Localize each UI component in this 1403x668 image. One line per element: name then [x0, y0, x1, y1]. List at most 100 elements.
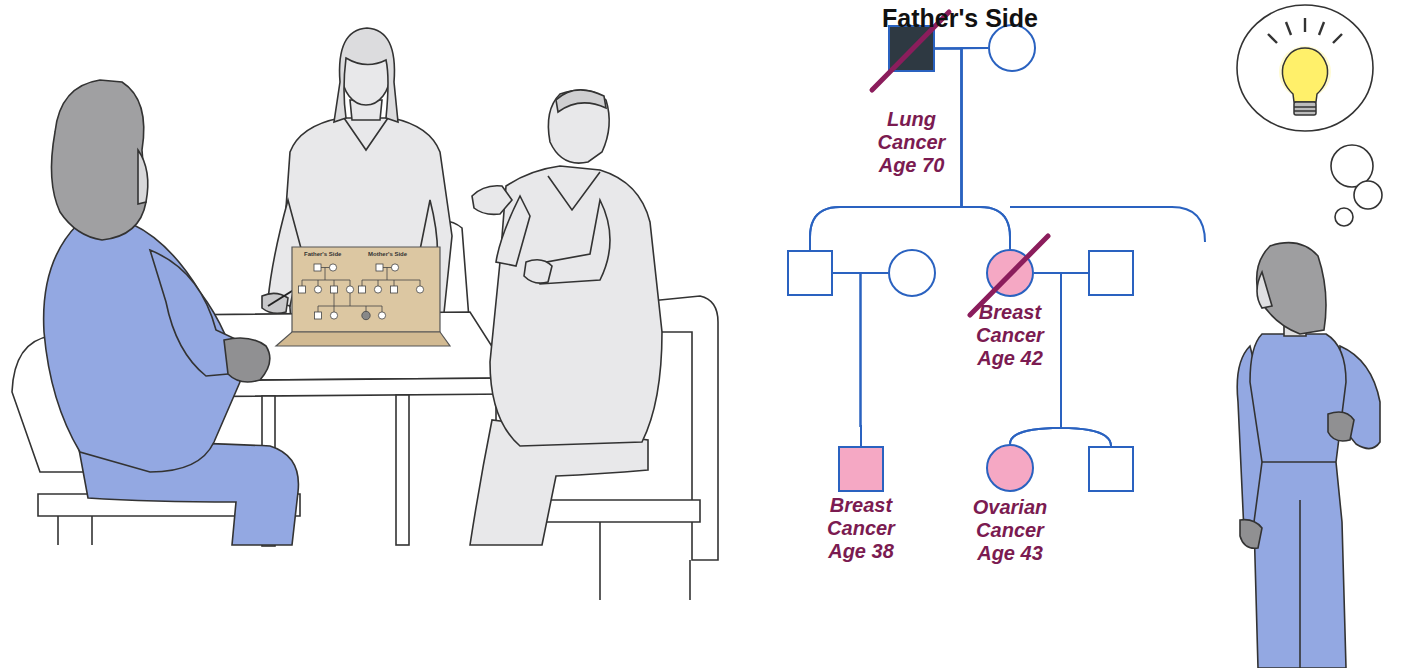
- pedigree-title: Father's Side: [830, 3, 1090, 33]
- man-chair-part: [599, 522, 601, 600]
- mini-pedigree-part: [315, 312, 322, 319]
- condition-caption: Lung Cancer Age 70: [867, 108, 957, 177]
- male-square: [787, 250, 833, 296]
- board-heading: Mother's Side: [368, 251, 407, 258]
- mini-pedigree-part: [374, 286, 381, 293]
- male-symbol: [839, 447, 883, 491]
- female-circle: Breast Cancer Age 42: [986, 249, 1034, 297]
- standing-woman-part: [1257, 243, 1326, 334]
- counselor-figure-part: [344, 118, 388, 150]
- mini-pedigree-part: [359, 286, 366, 293]
- standing-woman: [1237, 243, 1380, 668]
- client-chair-part: [57, 516, 59, 545]
- standing-woman-part: [1250, 334, 1346, 668]
- descent-line: [833, 273, 861, 446]
- sibship-line-end-part: [1010, 207, 1205, 242]
- lightbulb-part: [1319, 22, 1324, 35]
- symbol-outline: [986, 444, 1034, 492]
- symbol-outline: [888, 249, 936, 297]
- mini-pedigree-part: [314, 264, 321, 271]
- descent-line: [861, 273, 889, 446]
- mini-pedigree-part: [391, 286, 398, 293]
- mini-pedigree-part: [416, 286, 423, 293]
- mini-pedigree-part: [318, 293, 382, 312]
- symbol-outline: [888, 25, 935, 72]
- condition-label: Breast Cancer Age 42: [965, 301, 1055, 370]
- condition-caption: Breast Cancer Age 42: [965, 301, 1055, 370]
- pedigree-board: [276, 247, 450, 346]
- man-figure-part: [548, 172, 600, 210]
- lightbulb-part: [1294, 110, 1316, 112]
- condition-label: Ovarian Cancer Age 43: [965, 496, 1055, 565]
- male-symbol: [788, 251, 832, 295]
- mini-pedigree-part: [376, 264, 383, 271]
- man-figure-part: [472, 186, 512, 215]
- standing-woman-part: [1299, 500, 1301, 668]
- pedigree-board-part: [276, 332, 450, 346]
- lightbulb: [1268, 18, 1342, 115]
- counselor-figure-part: [334, 28, 398, 122]
- board-heading: Father's Side: [304, 251, 341, 258]
- standing-woman-part: [1257, 272, 1272, 308]
- male-symbol: [1089, 447, 1133, 491]
- mini-pedigree-part: [362, 311, 370, 319]
- lightbulb-part: [1268, 34, 1277, 43]
- male-square: [1088, 250, 1134, 296]
- male-square: Lung Cancer Age 70: [888, 25, 935, 72]
- female-symbol: [889, 250, 935, 296]
- female-circle: Ovarian Cancer Age 43: [986, 444, 1034, 492]
- thought-bubble: [1237, 5, 1382, 226]
- thought-bubble-part: [1354, 181, 1382, 209]
- symbol-outline: [986, 249, 1034, 297]
- female-circle: [888, 249, 936, 297]
- mini-pedigree-part: [362, 268, 420, 287]
- symbol-outline: [838, 446, 884, 492]
- descent-line: [962, 48, 1011, 249]
- mini-pedigree: [299, 264, 424, 320]
- lightbulb-part: [1294, 102, 1316, 115]
- descent-line: [935, 49, 1010, 250]
- client-chair-part: [91, 516, 93, 545]
- condition-caption: Breast Cancer Age 38: [816, 494, 906, 563]
- mini-pedigree-part: [329, 264, 336, 271]
- symbol-outline: [1088, 250, 1134, 296]
- male-symbol: [1089, 251, 1133, 295]
- descent-line: [1034, 273, 1111, 446]
- condition-caption: Ovarian Cancer Age 43: [965, 496, 1055, 565]
- counselor-figure-part: [284, 118, 452, 332]
- symbol-outline: [787, 250, 833, 296]
- counselor-figure: [262, 28, 452, 332]
- thought-bubble-part: [1335, 208, 1353, 226]
- thought-bubble-part: [1237, 5, 1373, 131]
- man-figure-part: [556, 90, 606, 112]
- standing-woman-part: [1262, 461, 1336, 463]
- mini-pedigree-part: [299, 286, 306, 293]
- lightbulb-part: [1333, 34, 1342, 43]
- client-figure-part: [51, 80, 146, 240]
- man-figure-part: [524, 260, 552, 283]
- lightbulb-part: [1304, 18, 1306, 32]
- mini-pedigree-part: [314, 286, 321, 293]
- mini-pedigree-part: [302, 268, 350, 287]
- mini-pedigree-part: [331, 286, 338, 293]
- condition-label: Breast Cancer Age 38: [816, 494, 906, 563]
- descent-line: [1061, 273, 1111, 446]
- mini-pedigree-part: [378, 312, 385, 319]
- sibship-line-end: [1010, 207, 1205, 242]
- man-figure: [470, 90, 662, 545]
- table-part: [396, 395, 409, 545]
- male-square: Breast Cancer Age 38: [838, 446, 884, 492]
- standing-woman-part: [1240, 520, 1262, 549]
- mini-pedigree-part: [346, 286, 353, 293]
- mini-pedigree-part: [330, 312, 337, 319]
- lightbulb-part: [1286, 22, 1291, 35]
- lightbulb-part: [1294, 106, 1316, 108]
- man-figure-part: [548, 90, 609, 163]
- female-symbol: [987, 445, 1033, 491]
- client-figure-part: [138, 150, 148, 204]
- symbol-outline: [1088, 446, 1134, 492]
- standing-woman-part: [1328, 412, 1354, 441]
